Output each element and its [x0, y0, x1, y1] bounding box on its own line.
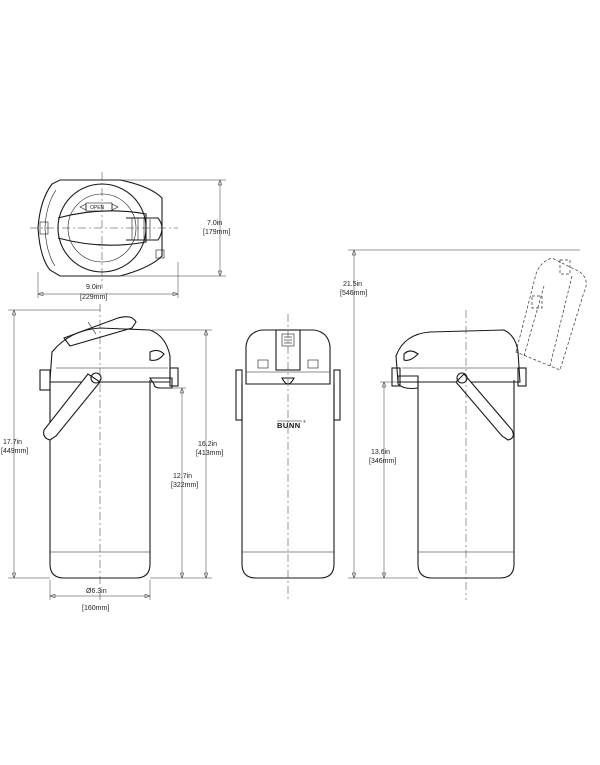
body-height-metric: [322mm] [171, 482, 198, 489]
side-body-height-imperial: 13.6in [371, 449, 390, 456]
top-width-metric: [229mm] [80, 294, 107, 301]
diameter-imperial: Ø6.3in [86, 588, 107, 595]
brand-logo-text: BUNN [277, 421, 301, 430]
top-view: OPEN [30, 172, 226, 298]
brand-logo-mark: ® [303, 419, 306, 424]
spout-height-imperial: 16.2in [198, 441, 217, 448]
front-view [235, 314, 341, 600]
overall-height-metric: [449mm] [1, 448, 28, 455]
spout-height-metric: [413mm] [196, 450, 223, 457]
svg-text:OPEN: OPEN [90, 205, 105, 211]
overall-height-imperial: 17.7in [3, 439, 22, 446]
top-width-imperial: 9.0in [86, 284, 101, 291]
lid-open-height-metric: [546mm] [340, 290, 367, 297]
lid-open-height-imperial: 21.5in [343, 281, 362, 288]
diameter-metric: [160mm] [82, 605, 109, 612]
brand-logo: BUNN ® [277, 419, 306, 430]
top-depth-imperial: 7.0in [207, 220, 222, 227]
left-side-view [8, 304, 212, 600]
side-body-height-metric: [346mm] [369, 458, 396, 465]
right-side-view [348, 249, 587, 600]
body-height-imperial: 12.7in [173, 473, 192, 480]
top-depth-metric: [179mm] [203, 229, 230, 236]
